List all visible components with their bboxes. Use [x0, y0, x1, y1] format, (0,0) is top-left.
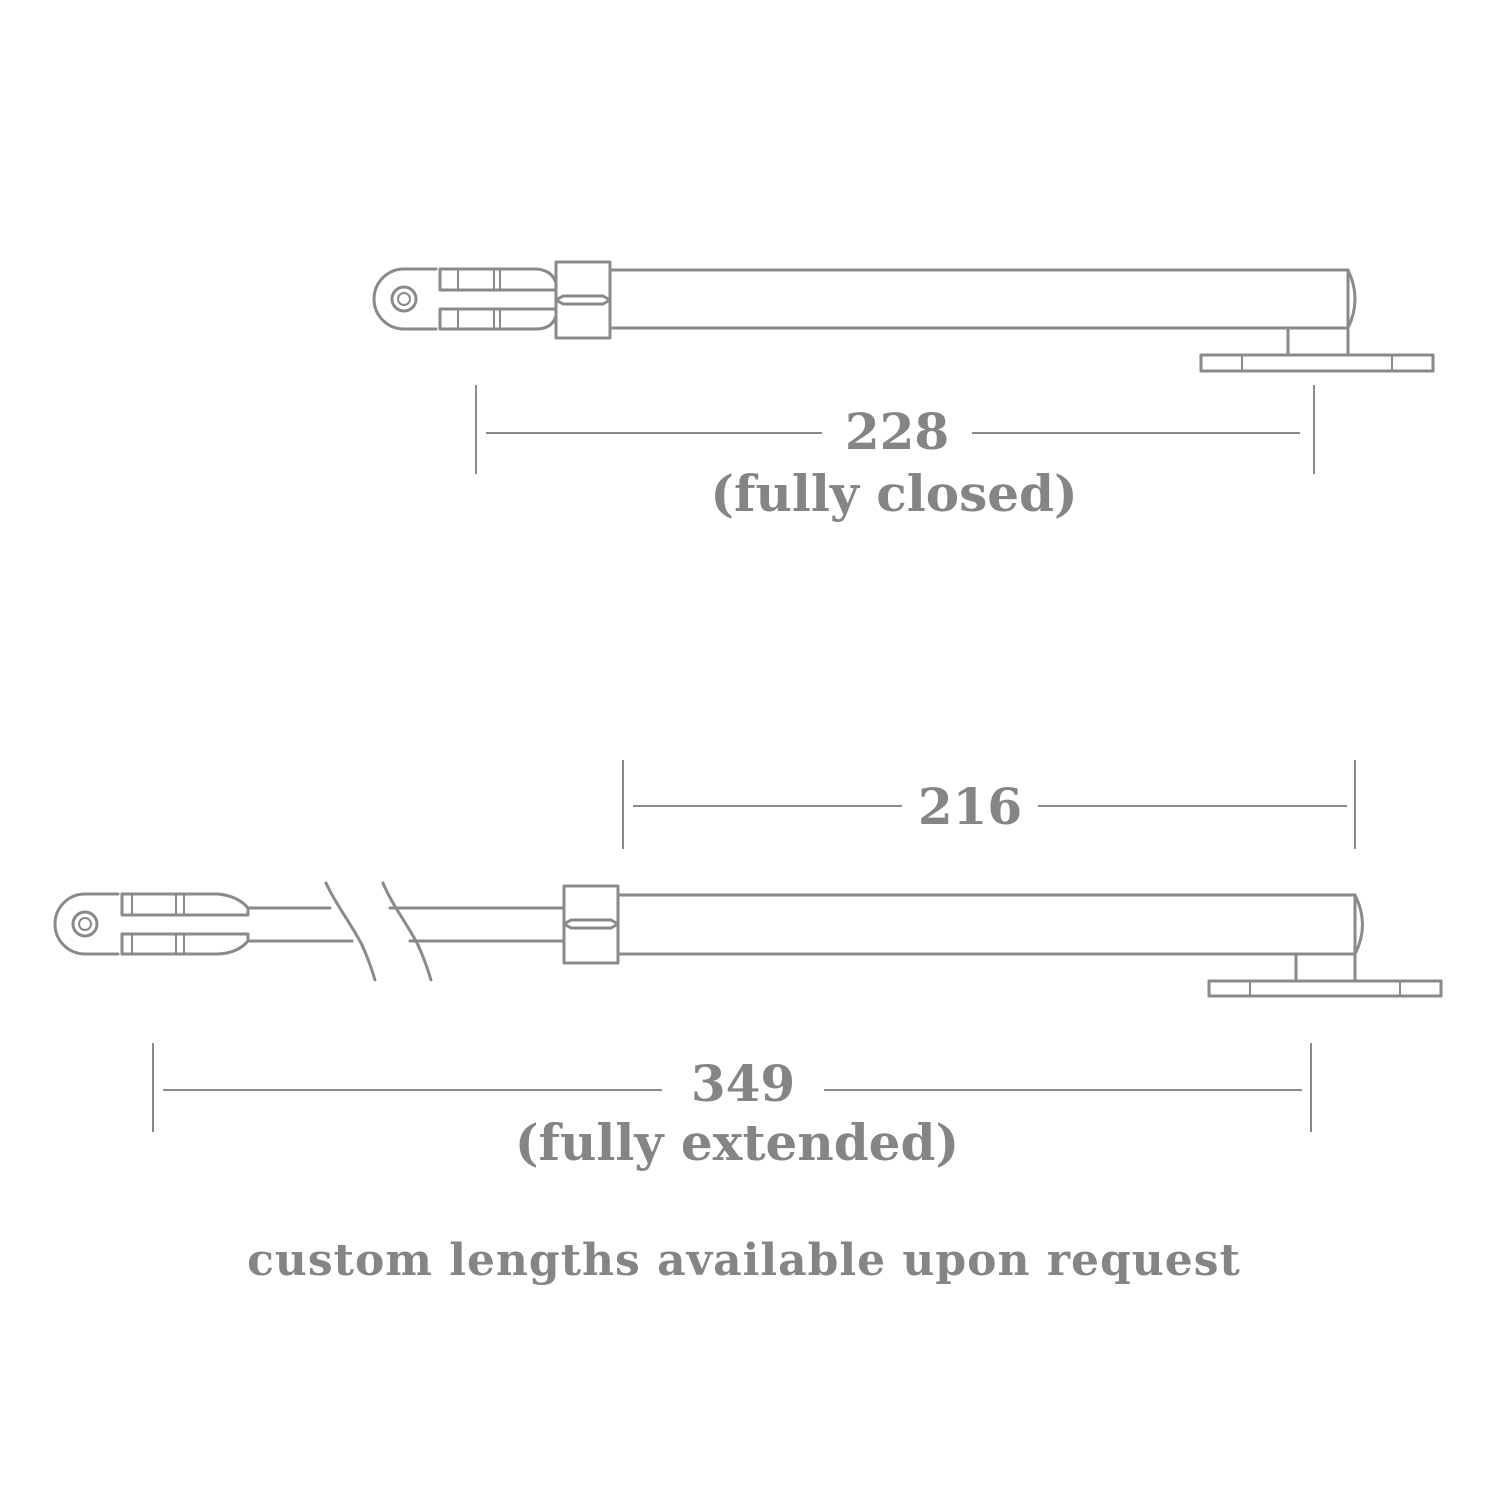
extended-hex-nut	[562, 884, 620, 965]
extended-bracket-post	[1294, 952, 1357, 983]
extended-eye-hole-inner	[78, 917, 92, 931]
closed-base-plate	[1199, 353, 1435, 373]
rod-break-line-right	[381, 881, 433, 982]
extended-length-dimension: 349 (fully extended)	[152, 1043, 1312, 1172]
closed-eye-hole-inner	[397, 292, 411, 306]
closed-length-dimension: 228 (fully closed)	[475, 385, 1315, 523]
closed-eye-hole-outer	[390, 285, 418, 313]
closed-length-value: 228	[845, 402, 949, 461]
extended-eye-end	[53, 892, 120, 956]
extended-length-value: 349	[691, 1054, 795, 1113]
closed-stay-drawing	[372, 260, 1435, 373]
closed-length-caption: (fully closed)	[710, 464, 1077, 523]
closed-hex-nut	[554, 260, 612, 340]
extended-stay-drawing	[53, 881, 1443, 998]
closed-tube	[608, 268, 1350, 330]
rod-break-line-left	[324, 881, 377, 982]
custom-lengths-note: custom lengths available upon request	[247, 1235, 1241, 1286]
extended-tube-dimension: 216	[622, 760, 1356, 849]
closed-bracket-post	[1286, 326, 1350, 357]
extended-length-caption: (fully extended)	[515, 1113, 959, 1172]
extended-tube	[616, 893, 1357, 956]
extended-fork-upper	[120, 892, 250, 917]
closed-eye-end	[372, 267, 438, 331]
extended-tube-length-value: 216	[918, 777, 1022, 836]
extended-eye-hole-outer	[71, 910, 99, 938]
extended-base-plate	[1207, 979, 1443, 998]
